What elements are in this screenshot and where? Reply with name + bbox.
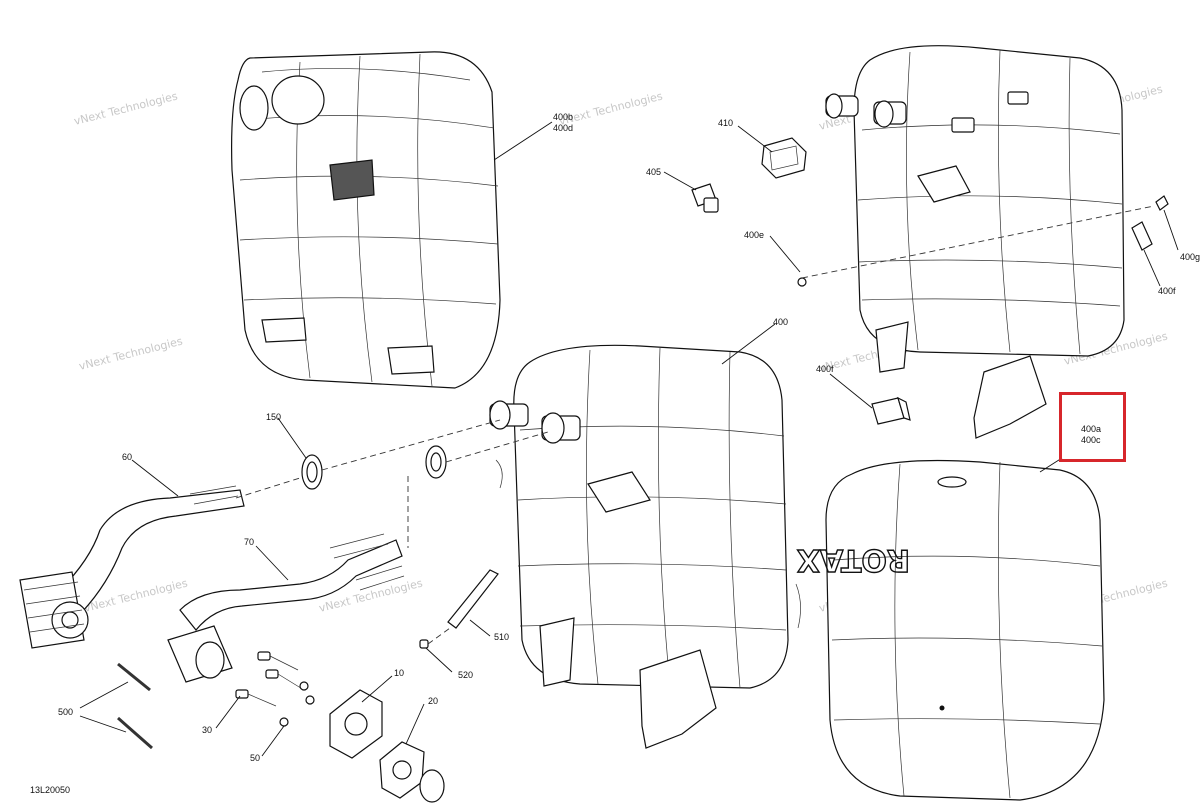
part-20-gasket bbox=[379, 741, 445, 803]
callout-60: 60 bbox=[122, 452, 132, 462]
callout-50: 50 bbox=[250, 753, 260, 763]
callout-150: 150 bbox=[266, 412, 281, 422]
callout-520: 520 bbox=[458, 670, 473, 680]
part-400g-screw bbox=[1131, 195, 1169, 251]
muffler-cover-rotax: ROTAX bbox=[796, 459, 1105, 801]
callout-400f: 400f bbox=[1158, 286, 1176, 296]
callout-410: 410 bbox=[718, 118, 733, 128]
callout-510: 510 bbox=[494, 632, 509, 642]
callout-400b: 400b bbox=[553, 112, 573, 122]
callout-labels: 400b 400d 410 405 400e 400g 400f 400 400… bbox=[58, 112, 1200, 763]
callout-400a: 400a bbox=[1081, 424, 1101, 434]
leader-lines bbox=[79, 121, 1179, 757]
part-50-washers bbox=[279, 681, 315, 727]
callout-400e: 400e bbox=[744, 230, 764, 240]
callout-400f-cap: 400f bbox=[816, 364, 834, 374]
callout-400d: 400d bbox=[553, 123, 573, 133]
muffler-cover-inner bbox=[231, 51, 501, 389]
part-500-springs bbox=[117, 662, 153, 750]
part-520-bolt bbox=[419, 627, 451, 649]
callout-20: 20 bbox=[428, 696, 438, 706]
part-10-flange bbox=[329, 689, 383, 759]
muffler-main bbox=[489, 344, 801, 749]
part-400e-washer bbox=[797, 277, 807, 287]
callout-30: 30 bbox=[202, 725, 212, 735]
exhaust-pipe-60 bbox=[19, 485, 245, 649]
callout-400: 400 bbox=[773, 317, 788, 327]
watermark: vNext Technologies bbox=[78, 335, 185, 373]
callout-405: 405 bbox=[646, 167, 661, 177]
brand-mark: ROTAX bbox=[797, 542, 910, 577]
muffler-body-rear bbox=[825, 45, 1125, 439]
callout-10: 10 bbox=[394, 668, 404, 678]
part-30-bolts bbox=[235, 651, 305, 707]
part-400f-cap bbox=[871, 396, 911, 425]
exhaust-pipe-70 bbox=[167, 533, 405, 683]
callout-400g: 400g bbox=[1180, 252, 1200, 262]
callout-70: 70 bbox=[244, 537, 254, 547]
part-150-gaskets bbox=[301, 445, 447, 490]
document-id: 13L20050 bbox=[30, 785, 70, 795]
callout-500: 500 bbox=[58, 707, 73, 717]
watermark: vNext Technologies bbox=[73, 90, 180, 128]
highlight-box-400a-400c bbox=[1059, 392, 1126, 462]
part-410-clamp bbox=[761, 137, 807, 179]
part-510-strap bbox=[447, 569, 499, 629]
part-405-bolt bbox=[691, 183, 719, 213]
watermark: vNext Technologies bbox=[558, 90, 665, 128]
callout-400c: 400c bbox=[1081, 435, 1101, 445]
